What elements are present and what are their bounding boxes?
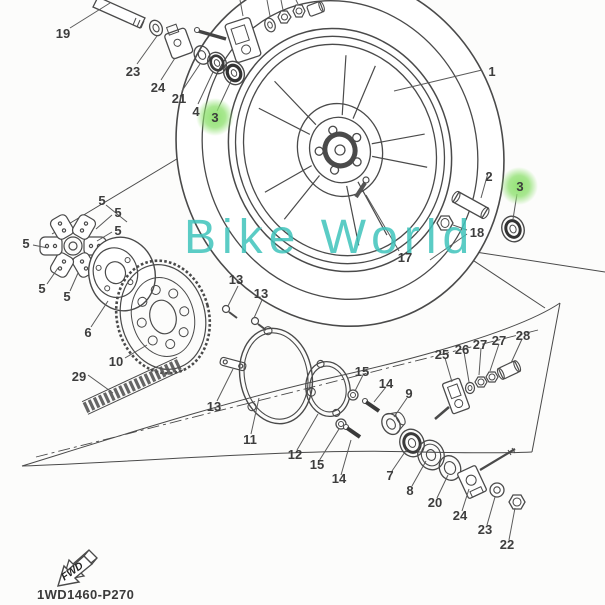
washer-26 [464, 381, 476, 395]
bearing-7 [399, 428, 425, 458]
callout-18: 18 [470, 225, 484, 240]
callout-1: 1 [488, 64, 495, 79]
callout-13: 13 [229, 272, 243, 287]
callout-15: 15 [355, 364, 369, 379]
callout-5: 5 [114, 205, 121, 220]
callout-5: 5 [98, 193, 105, 208]
callout-20: 20 [428, 495, 442, 510]
brake-anchor-bracket [164, 23, 194, 60]
axle-nut-22 [508, 494, 526, 510]
bearing-3-right [501, 215, 525, 243]
drive-chain-29 [81, 356, 184, 415]
callout-14: 14 [379, 376, 394, 391]
nuts-27 [474, 371, 499, 388]
callout-11: 11 [243, 432, 257, 447]
ring-12 [305, 359, 351, 418]
callout-10: 10 [109, 354, 123, 369]
wheel-spokes [258, 55, 428, 246]
callout-14: 14 [332, 471, 347, 486]
callout-2: 2 [485, 169, 492, 184]
callout-3-highlighted: 3 [516, 179, 523, 194]
fwd-arrow-icon: FWD [56, 549, 98, 587]
callout-13: 13 [207, 399, 221, 414]
wheel-hub [296, 102, 384, 198]
callout-25: 25 [435, 347, 449, 362]
callout-17: 17 [398, 250, 412, 265]
callout-13: 13 [254, 286, 268, 301]
callout-15: 15 [310, 457, 324, 472]
callout-27: 27 [492, 333, 506, 348]
collar-9 [381, 411, 406, 436]
sprocket-10 [114, 259, 212, 375]
nuts-and-studs [335, 389, 381, 439]
callout-labels: 19 23 24 21 4 3 1 2 3 18 5 5 5 5 5 5 6 1… [22, 26, 530, 552]
callout-7: 7 [386, 468, 393, 483]
callout-5: 5 [38, 281, 45, 296]
chain-puller-top [193, 0, 325, 63]
seal-8 [417, 439, 445, 471]
highlight-glow [500, 167, 538, 205]
nut-18 [436, 215, 454, 231]
callout-12: 12 [288, 447, 302, 462]
callout-21: 21 [172, 91, 186, 106]
part-code: 1WD1460-P270 [37, 587, 134, 602]
callout-5: 5 [63, 289, 70, 304]
callout-22: 22 [500, 537, 514, 552]
callout-23: 23 [126, 64, 140, 79]
spacer-20 [438, 455, 462, 481]
washer-23-bottom [489, 482, 505, 498]
callout-6: 6 [84, 325, 91, 340]
oil-seal-21 [193, 45, 211, 65]
callout-24: 24 [453, 508, 468, 523]
chain-puller-25 [434, 377, 471, 420]
callout-27: 27 [473, 337, 487, 352]
callout-23: 23 [478, 522, 492, 537]
callout-26: 26 [455, 342, 469, 357]
callout-24: 24 [151, 80, 166, 95]
callout-8: 8 [406, 483, 413, 498]
callout-3-highlighted: 3 [211, 110, 218, 125]
washer-23-left [148, 19, 164, 37]
watermark: Bike World [184, 211, 475, 264]
rear-wheel [175, 0, 505, 328]
bearing-3-left [222, 60, 246, 86]
valve-stem [354, 176, 370, 199]
sprocket-bolt-links [219, 304, 267, 372]
callout-5: 5 [114, 223, 121, 238]
callout-4: 4 [192, 104, 200, 119]
callout-29: 29 [72, 369, 86, 384]
bearing-4 [206, 51, 228, 75]
highlight-glow [196, 98, 234, 136]
callout-19: 19 [56, 26, 70, 41]
ring-11 [238, 326, 316, 425]
chain-puller-24 [457, 447, 516, 499]
callout-5: 5 [22, 236, 29, 251]
axle-shaft [92, 0, 146, 29]
callout-28: 28 [516, 328, 530, 343]
axle-spacer-2 [451, 190, 490, 220]
collar-28 [496, 360, 522, 380]
callout-9: 9 [405, 386, 412, 401]
